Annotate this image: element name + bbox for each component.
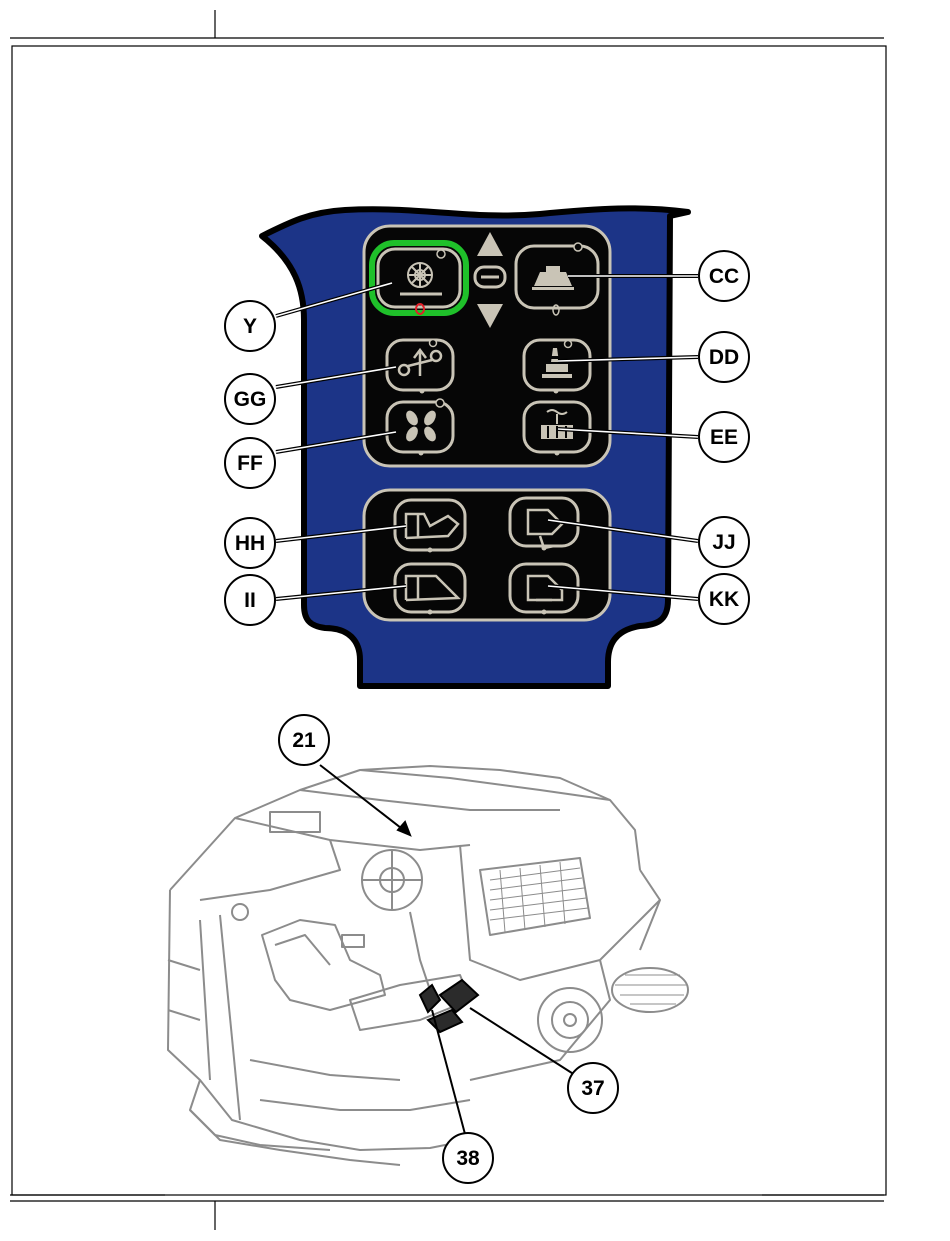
callout-ff: FF (225, 438, 275, 488)
callout-cc-label: CC (709, 265, 739, 288)
callout-hh: HH (225, 518, 275, 568)
callout-kk: KK (699, 574, 749, 624)
callout-ee-label: EE (710, 426, 738, 449)
callout-gg-label: GG (234, 388, 267, 411)
callout-38-label: 38 (456, 1147, 480, 1170)
callout-gg: GG (225, 374, 275, 424)
callout-38: 38 (443, 1133, 493, 1183)
callout-jj: JJ (699, 517, 749, 567)
callout-cc: CC (699, 251, 749, 301)
callout-ff-label: FF (237, 452, 263, 475)
callout-37-label: 37 (581, 1077, 604, 1100)
control-panel (262, 208, 688, 686)
callout-hh-label: HH (235, 532, 265, 555)
callout-kk-label: KK (709, 588, 739, 611)
callout-y-label: Y (243, 315, 257, 338)
lower-key-group (364, 490, 610, 620)
callout-dd-label: DD (709, 346, 739, 369)
callout-jj-label: JJ (712, 531, 735, 554)
callout-21: 21 (279, 715, 329, 765)
callout-dd: DD (699, 332, 749, 382)
callout-y: Y (225, 301, 275, 351)
callout-ee: EE (699, 412, 749, 462)
callout-ii: II (225, 575, 275, 625)
callout-37: 37 (568, 1063, 618, 1113)
callout-21-label: 21 (292, 729, 316, 752)
callout-ii-label: II (244, 589, 256, 612)
